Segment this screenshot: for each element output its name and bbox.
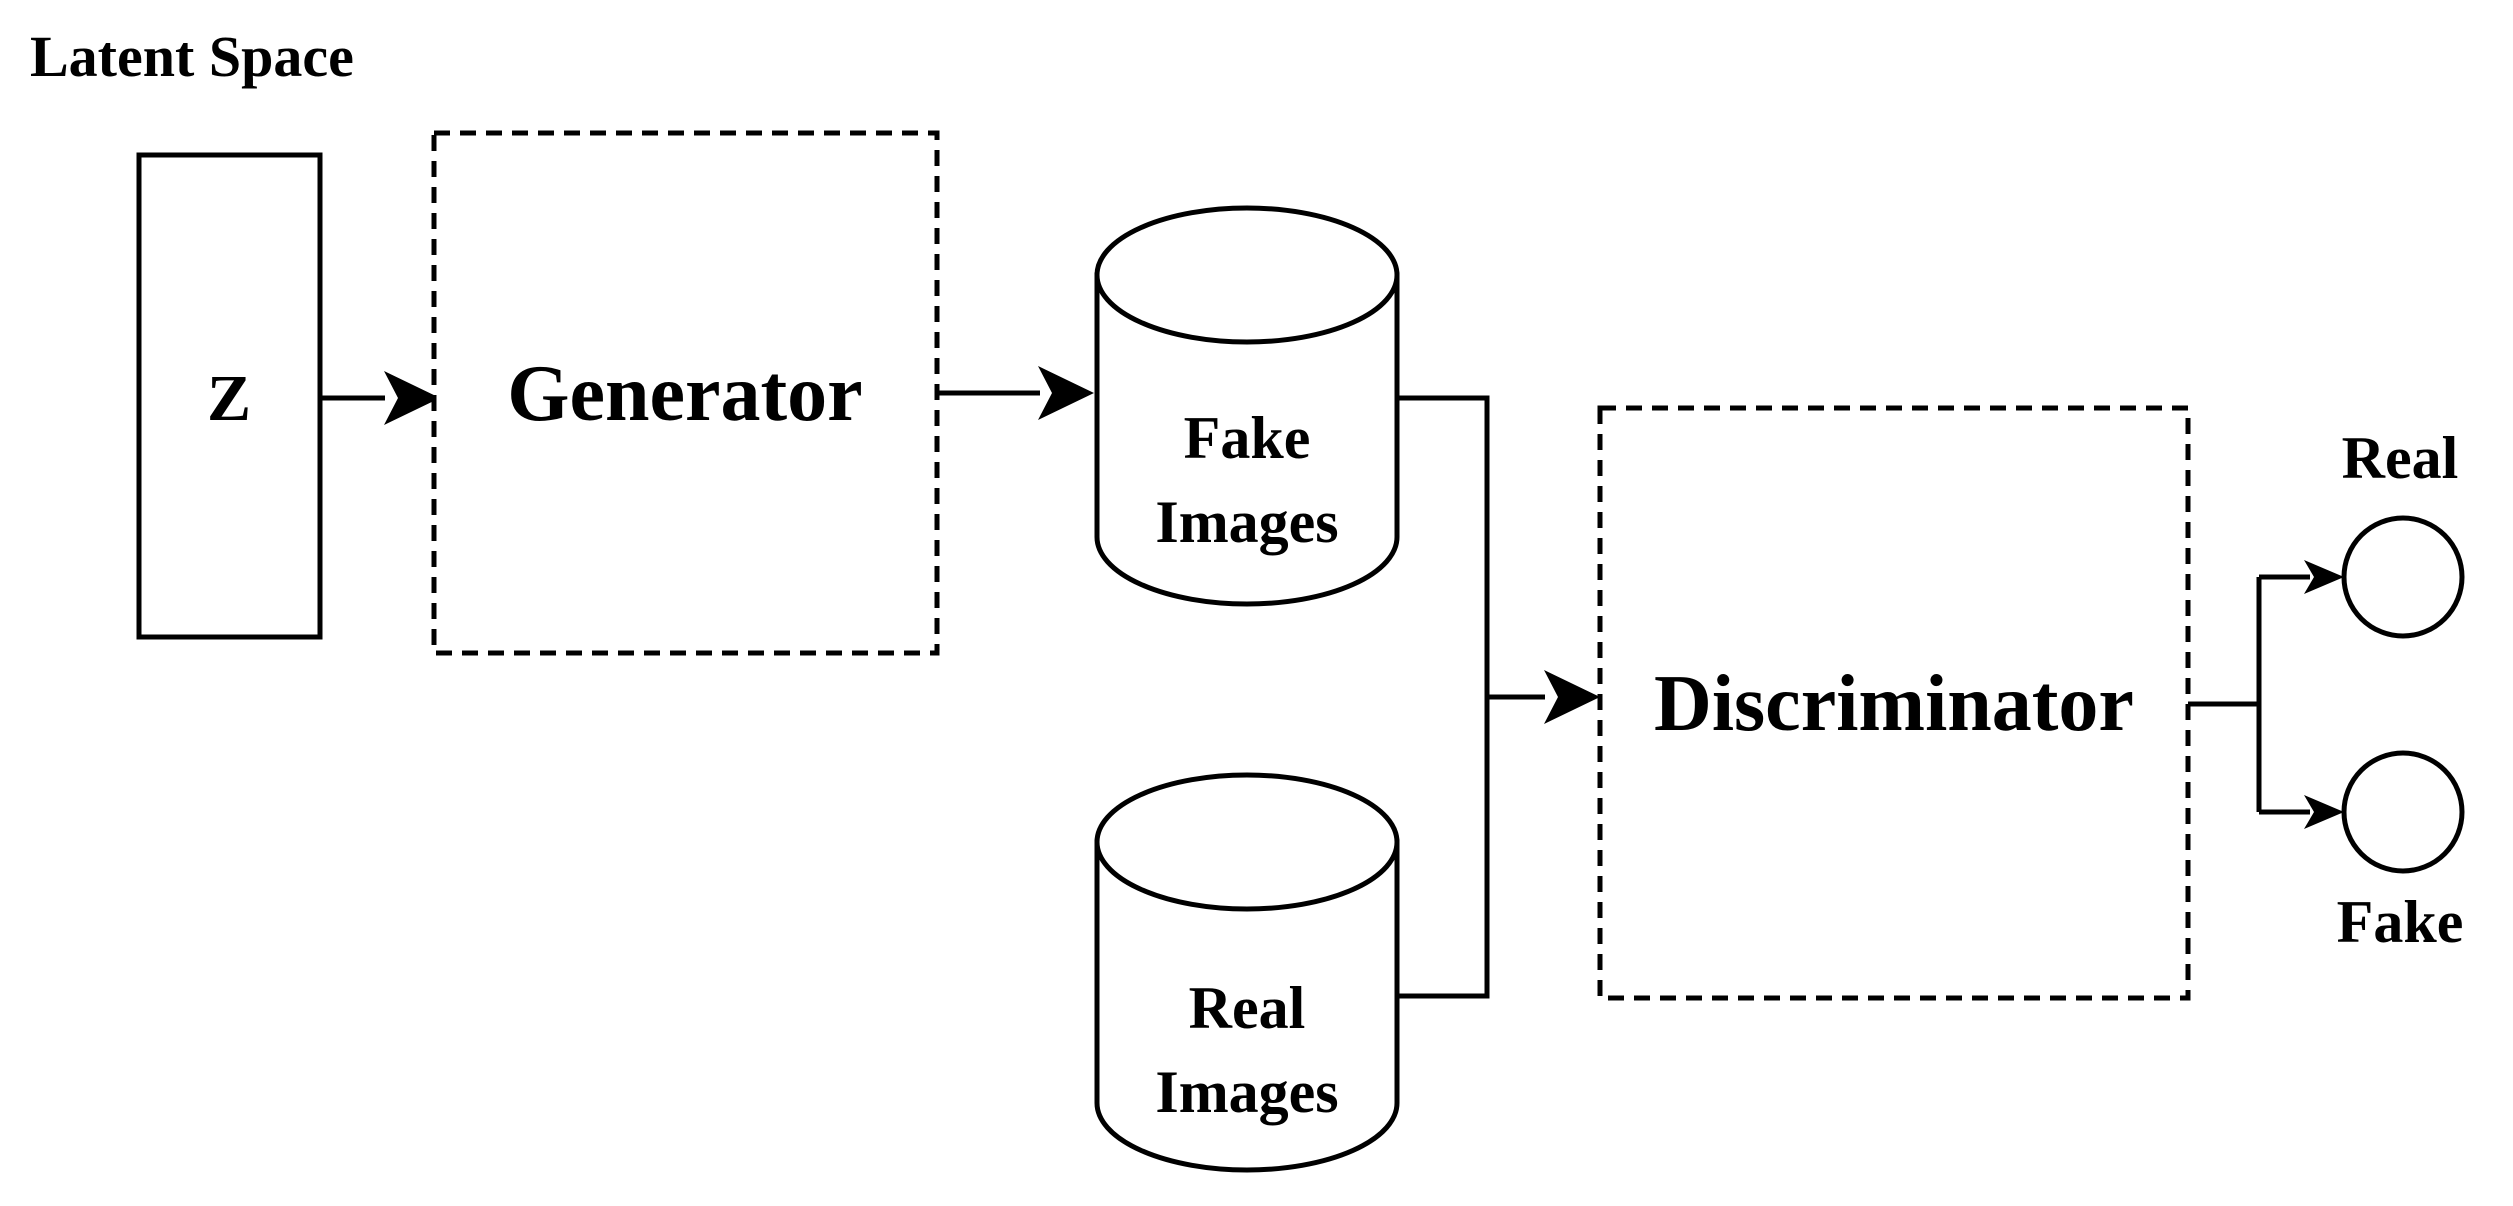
discriminator-box [1597,405,2191,1001]
arrow-generator-to-fake-images [937,366,1094,420]
real-images-label-line1: Real [1189,975,1306,1041]
fake-output-label: Fake [2337,889,2464,955]
generator-box [431,130,940,656]
discriminator-label: Discriminator [1654,660,2134,748]
fake-images-label-line1: Fake [1184,405,1311,471]
real-images-cylinder [1094,772,1400,1173]
latent-space-label: Latent Space [30,24,354,89]
fake-output-circle [2341,750,2465,874]
merge-connector [1397,395,1600,999]
real-images-label-line2: Images [1155,1059,1338,1125]
generator-label: Generator [507,350,862,438]
fake-images-cylinder [1094,205,1400,607]
real-output-circle [2341,515,2465,639]
arrow-z-to-generator [320,371,440,425]
output-fork [2188,560,2344,829]
fake-images-label-line2: Images [1155,489,1338,555]
z-box [136,152,323,640]
z-label: Z [207,362,251,435]
real-output-label: Real [2342,425,2459,491]
